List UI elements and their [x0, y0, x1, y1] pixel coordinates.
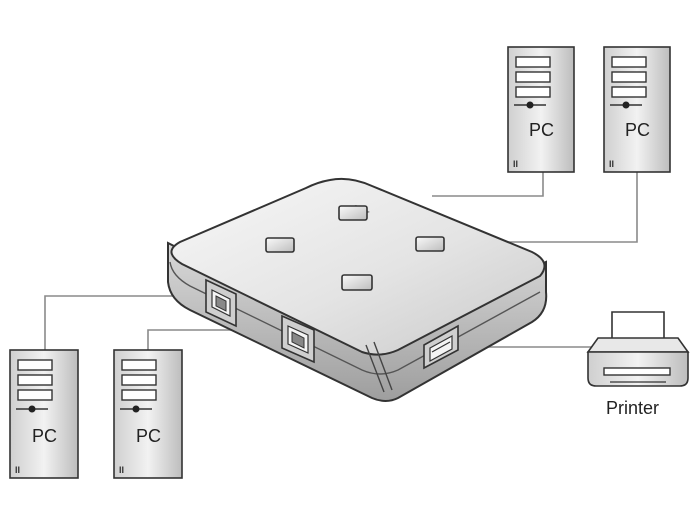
pc-mark: II	[609, 159, 614, 169]
switch-button-4[interactable]	[341, 274, 373, 291]
drive-bay	[17, 359, 53, 371]
switch-button-3[interactable]	[415, 236, 445, 252]
pc-mark: II	[513, 159, 518, 169]
cable-pc-bottom-left	[44, 295, 222, 350]
drive-bay	[515, 56, 551, 68]
pc-tower-bottom-middle: PC II	[113, 349, 183, 479]
usb-a-port	[423, 324, 459, 370]
power-button-icon	[526, 101, 534, 109]
drive-bay	[611, 86, 647, 98]
cable-pc-top-right	[505, 172, 638, 243]
drive-bay	[121, 389, 157, 401]
pc-mark: II	[15, 465, 20, 475]
drive-bay	[121, 374, 157, 386]
pc-tower-top-left: PC II	[507, 46, 575, 173]
printer-label: Printer	[606, 398, 659, 418]
switch-button-2[interactable]	[265, 237, 295, 253]
switch-buttons	[265, 205, 445, 291]
pc-label: PC	[625, 120, 650, 140]
power-button-icon	[622, 101, 630, 109]
pc-tower-top-right: PC II	[603, 46, 671, 173]
drive-bay	[17, 374, 53, 386]
drive-bay	[611, 56, 647, 68]
printer: Printer	[586, 311, 690, 418]
pc-label: PC	[32, 426, 57, 446]
drive-bay	[611, 71, 647, 83]
drive-bay	[515, 86, 551, 98]
usb-switch	[167, 177, 548, 402]
pc-tower-bottom-left: PC II	[9, 349, 79, 479]
usb-b-port-2	[281, 314, 315, 364]
printer-icon	[586, 311, 690, 387]
switch-bevel	[365, 341, 393, 393]
usb-b-port-1	[205, 278, 237, 328]
power-button-icon	[28, 405, 36, 413]
drive-bay	[17, 389, 53, 401]
drive-bay	[121, 359, 157, 371]
switch-top	[170, 177, 546, 356]
drive-bay	[515, 71, 551, 83]
switch-rim	[169, 261, 541, 375]
power-button-icon	[132, 405, 140, 413]
pc-label: PC	[136, 426, 161, 446]
pc-mark: II	[119, 465, 124, 475]
pc-label: PC	[529, 120, 554, 140]
cable-pc-top-left	[432, 172, 544, 197]
switch-button-1[interactable]	[338, 205, 370, 221]
